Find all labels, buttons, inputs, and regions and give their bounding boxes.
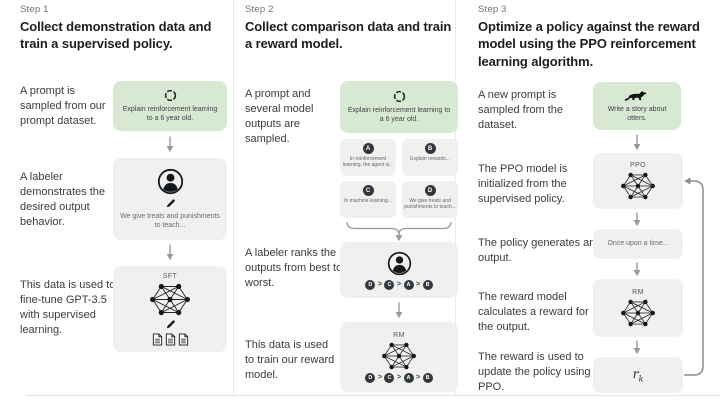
step2-ranks-text: A labeler ranks the outputs from best to…: [245, 247, 343, 289]
step1-labeler-text: A labeler demonstrates the desired outpu…: [20, 171, 105, 228]
down-arrow-icon: [632, 134, 642, 151]
step-3-heading: Optimize a policy against the reward mod…: [478, 19, 700, 69]
step1-prompt-example: Explain reinforcement learning to a 6 ye…: [122, 105, 218, 122]
rank-separator: >: [396, 281, 402, 288]
sft-label: SFT: [162, 272, 178, 280]
bottom-divider: [26, 395, 720, 396]
column-divider-1: [233, 0, 234, 395]
rank-separator: >: [416, 374, 421, 381]
step3-generates-text: The policy generates an output.: [478, 237, 596, 264]
step1-labeler-box: We give treats and punishments to teach.…: [113, 158, 227, 240]
step2-train-text: This data is used to train our reward mo…: [245, 339, 335, 381]
output-box-d: D We give treats and punishments to teac…: [402, 181, 458, 218]
step1-finetune-text: This data is used to fine-tune GPT-3.5 w…: [20, 279, 116, 336]
rank-letter-badge: B: [422, 372, 433, 383]
step3-rm-box: RM: [593, 279, 683, 337]
step3-reward-box: rk: [593, 357, 683, 393]
letter-d-badge: D: [424, 185, 436, 196]
rank-separator: >: [377, 374, 382, 381]
step3-update-text: The reward is used to update the policy …: [478, 351, 591, 393]
sampling-refresh-icon: [164, 89, 177, 102]
pen-icon: [165, 198, 176, 209]
neural-network-icon: [149, 283, 191, 316]
labeler-person-icon: [157, 168, 184, 195]
step-3-label: Step 3: [478, 4, 507, 15]
step2-labeler-box: D > C > A > B: [340, 242, 458, 298]
rank-separator: >: [396, 374, 402, 381]
step3-new-prompt-text: A new prompt is sampled from the dataset…: [478, 89, 563, 131]
rm-label: RM: [393, 331, 405, 339]
output-d-text: We give treats and punishments to teach.…: [404, 198, 456, 210]
document-icon: [152, 333, 163, 346]
rank-letter-badge: C: [384, 372, 395, 383]
rank-letter-badge: A: [403, 279, 414, 290]
step1-demonstration-example: We give treats and punishments to teach.…: [120, 212, 220, 229]
step3-ppo-init-text: The PPO model is initialized from the su…: [478, 163, 568, 205]
otter-icon: [624, 89, 650, 102]
output-box-b: B Explain rewards...: [402, 139, 458, 176]
ranking-row: D > C > A > B: [365, 279, 433, 290]
down-arrow-icon: [165, 136, 175, 153]
document-icon: [165, 333, 176, 346]
rank-letter-badge: B: [422, 279, 433, 290]
step3-output-box: Once upon a time...: [593, 229, 683, 259]
down-arrow-icon: [633, 340, 641, 355]
step3-prompt-example: Write a story about otters.: [607, 105, 667, 122]
brace-icon: [346, 221, 452, 234]
step2-sampled-text: A prompt and several model outputs are s…: [245, 88, 314, 145]
down-arrow-icon: [395, 231, 403, 242]
documents-icon: [152, 333, 189, 346]
step2-prompt-example: Explain reinforcement learning to a 6 ye…: [347, 106, 451, 123]
output-box-a: A In reinforcement learning, the agent i…: [340, 139, 396, 176]
rank-letter-badge: A: [403, 372, 414, 383]
step3-reward-calc-text: The reward model calculates a reward for…: [478, 291, 589, 333]
output-a-text: In reinforcement learning, the agent is.…: [342, 156, 394, 168]
step3-output-example: Once upon a time...: [607, 240, 669, 248]
step-1-label: Step 1: [20, 4, 49, 15]
pen-icon: [165, 319, 176, 330]
rank-letter-badge: D: [365, 372, 376, 383]
letter-a-badge: A: [362, 143, 374, 154]
ranking-row: D > C > A > B: [365, 372, 433, 383]
reward-symbol: rk: [632, 366, 644, 384]
sampling-refresh-icon: [393, 90, 406, 103]
output-c-text: In machine learning...: [344, 198, 392, 204]
step-1-heading: Collect demonstration data and train a s…: [20, 19, 212, 52]
down-arrow-icon: [394, 302, 404, 319]
step-2-label: Step 2: [245, 4, 274, 15]
rank-letter-badge: C: [384, 279, 395, 290]
step2-prompt-box: Explain reinforcement learning to a 6 ye…: [340, 81, 458, 133]
step1-prompt-box: Explain reinforcement learning to a 6 ye…: [113, 81, 227, 131]
step1-sft-box: SFT: [113, 266, 227, 352]
rank-separator: >: [377, 281, 382, 288]
rank-separator: >: [416, 281, 421, 288]
document-icon: [178, 333, 189, 346]
output-b-text: Explain rewards...: [410, 156, 450, 162]
step-2-heading: Collect comparison data and train a rewa…: [245, 19, 452, 52]
step1-prompt-sampled-text: A prompt is sampled from our prompt data…: [20, 85, 106, 127]
step2-rm-box: RM D > C > A > B: [340, 322, 458, 392]
down-arrow-icon: [633, 262, 641, 277]
letter-b-badge: B: [424, 143, 436, 154]
down-arrow-icon: [633, 212, 641, 227]
step3-ppo-box: PPO: [593, 153, 683, 209]
rm-label: RM: [632, 289, 644, 296]
labeler-person-icon: [387, 251, 412, 276]
neural-network-icon: [619, 299, 657, 327]
neural-network-icon: [619, 172, 657, 200]
down-arrow-icon: [165, 244, 175, 261]
rank-letter-badge: D: [365, 279, 376, 290]
step3-prompt-box: Write a story about otters.: [593, 82, 681, 130]
output-box-c: C In machine learning...: [340, 181, 396, 218]
ppo-label: PPO: [630, 162, 646, 169]
letter-c-badge: C: [362, 185, 374, 196]
neural-network-icon: [380, 342, 418, 370]
